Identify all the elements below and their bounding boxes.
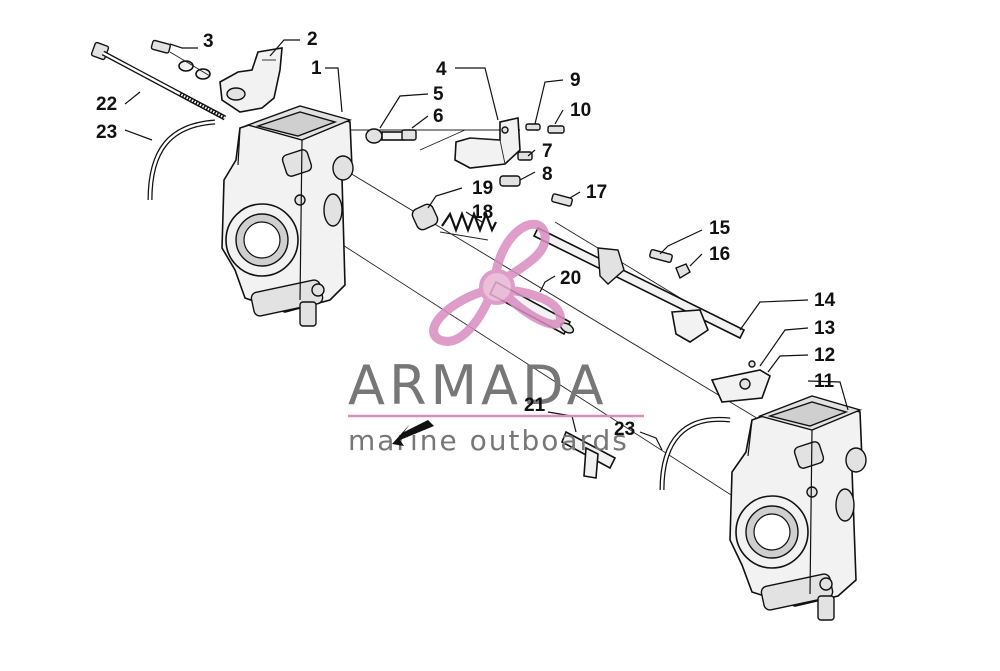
throttle-shaft-part: [532, 193, 746, 343]
carburetor-left-part: [221, 105, 354, 327]
callout-21: 21: [524, 395, 546, 416]
cable-bracket-part: [454, 117, 521, 169]
throttle-bracket-part: [219, 47, 283, 113]
callout-18: 18: [472, 202, 493, 223]
callout-3: 3: [203, 31, 214, 52]
callout-7: 7: [542, 141, 553, 162]
tee-fitting-part: [560, 430, 617, 479]
brand-name: ARMADA: [348, 354, 608, 417]
bushing-part: [411, 203, 439, 231]
callout-23-right: 23: [614, 419, 635, 440]
return-spring-part: [439, 210, 497, 241]
direction-arrow-icon: [392, 420, 434, 446]
callout-1: 1: [311, 58, 322, 79]
callout-5: 5: [433, 84, 444, 105]
carburetor-right-part: [729, 395, 867, 621]
small-screws-part: [499, 123, 565, 187]
callout-4: 4: [436, 59, 447, 80]
callout-22: 22: [96, 94, 117, 115]
vent-tube-left-part: [147, 119, 216, 201]
callout-10: 10: [570, 100, 591, 121]
callout-20: 20: [560, 268, 581, 289]
callout-14: 14: [814, 290, 836, 311]
callout-labels: 3 2 1 22 23 4 5 6 9 10 7 8 19 18 17 15 1…: [96, 29, 836, 440]
callout-8: 8: [542, 164, 553, 185]
callout-13: 13: [814, 318, 835, 339]
vent-tube-right-part: [659, 416, 731, 491]
cable-screw-part: [365, 128, 417, 144]
callout-6: 6: [433, 106, 444, 127]
callout-19: 19: [472, 178, 493, 199]
brand-tagline: marine outboards: [348, 424, 629, 457]
callout-9: 9: [570, 70, 581, 91]
callout-2: 2: [307, 29, 318, 50]
leader-lines: [124, 39, 849, 451]
callout-11: 11: [814, 371, 835, 392]
callout-17: 17: [586, 182, 607, 203]
propeller-logo: [429, 219, 565, 346]
callout-16: 16: [709, 244, 730, 265]
callout-12: 12: [814, 345, 835, 366]
callout-23-left: 23: [96, 122, 117, 143]
screw-washer-part: [150, 39, 211, 80]
tie-bolt-part: [90, 41, 227, 121]
cable-bracket-right-part: [710, 360, 771, 403]
callout-15: 15: [709, 218, 731, 239]
